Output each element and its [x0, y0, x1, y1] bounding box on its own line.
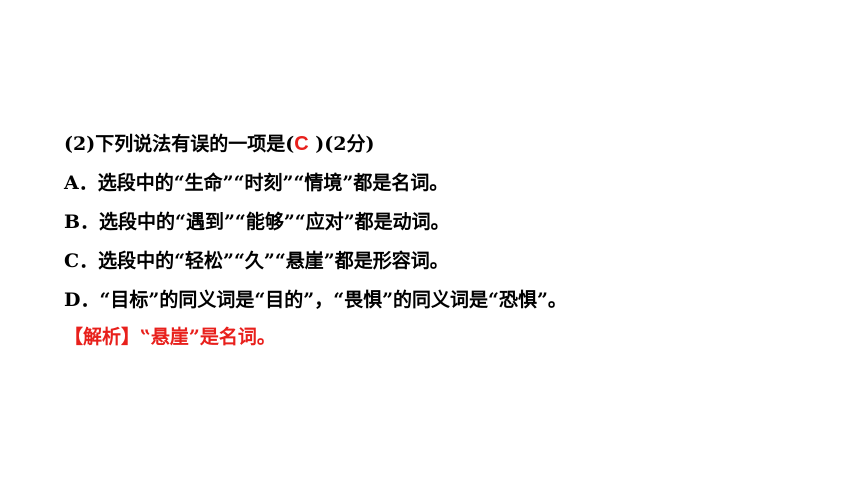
question-prefix: (2)下列说法有误的一项是(	[64, 133, 295, 155]
question-line: (2)下列说法有误的一项是(C )(2分)	[64, 131, 374, 157]
answer-letter: C	[294, 133, 309, 155]
question-suffix: )(2分)	[308, 133, 375, 155]
option-d: D．“目标”的同义词是“目的”，“畏惧”的同义词是“恐惧”。	[64, 289, 567, 311]
option-c: C．选段中的“轻松”“久”“悬崖”都是形容词。	[64, 250, 449, 272]
analysis-text: 【解析】‟悬崖”是名词。	[64, 326, 276, 348]
option-a: A．选段中的“生命”“时刻”“情境”都是名词。	[64, 172, 449, 194]
option-b: B．选段中的“遇到”“能够”“应对”都是动词。	[64, 211, 450, 233]
